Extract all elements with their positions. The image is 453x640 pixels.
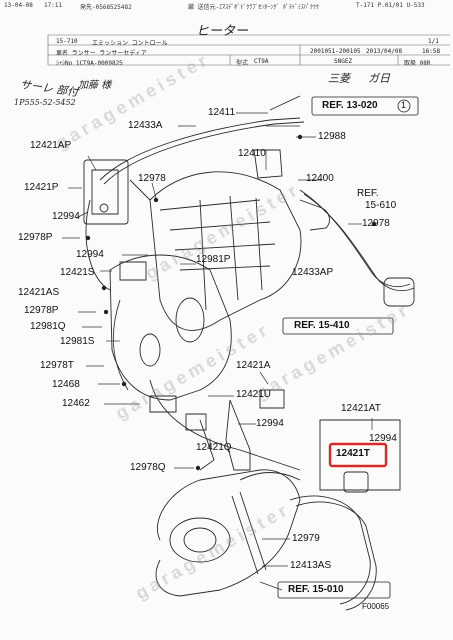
watermark-band-5: garagemeister <box>132 499 294 604</box>
doc-section-number: 15-710 <box>56 38 78 45</box>
part-12994-middle: 12994 <box>76 249 104 260</box>
part-12421A: 12421A <box>236 360 271 371</box>
part-12994-right: 12994 <box>369 433 397 444</box>
ref-15-610-label: REF. <box>357 188 379 199</box>
part-12978-right: 12978 <box>362 218 390 229</box>
doc-engine-code: SNGEZ <box>334 58 353 65</box>
ref-15-610-number: 15-610 <box>365 200 397 211</box>
doc-page-count: 1/1 <box>428 38 439 45</box>
part-12421AS: 12421AS <box>18 287 60 298</box>
doc-model-label: 型式 <box>236 60 249 67</box>
part-12421AT: 12421AT <box>341 403 381 414</box>
figure-id: F00065 <box>362 602 390 611</box>
part-12994-upper: 12994 <box>52 211 80 222</box>
doc-model-code: CT9A <box>254 58 269 65</box>
part-12400: 12400 <box>306 173 334 184</box>
part-12988: 12988 <box>318 131 346 142</box>
part-12421T-highlighted: 12421T <box>336 448 370 459</box>
ref-13-020: REF. 13-020 <box>322 100 378 111</box>
part-12433AP: 12433AP <box>292 267 334 278</box>
part-12981P: 12981P <box>196 254 231 265</box>
doc-print-time: 16:58 <box>422 48 441 55</box>
doc-chassis-number: ｼｬｼNo 1CT9A-0009825 <box>56 60 123 67</box>
handwritten-right-note: 三菱 <box>328 72 350 85</box>
fax-date: 13-04-08 <box>4 2 33 9</box>
part-12978-upper: 12978 <box>138 173 166 184</box>
part-12421S: 12421S <box>60 267 95 278</box>
part-12421Q: 12421Q <box>196 442 232 453</box>
part-12462: 12462 <box>62 398 90 409</box>
highlight-box <box>328 442 388 468</box>
part-12411: 12411 <box>208 107 236 118</box>
ref-15-410: REF. 15-410 <box>294 320 350 331</box>
doc-vehicle-name: 車名 ランサー ランサーセディア <box>56 50 147 57</box>
part-12978T: 12978T <box>40 360 74 371</box>
watermark-band-3: garagemeister <box>112 319 274 424</box>
handwritten-left-note-2: 加藤 様 <box>78 80 112 91</box>
watermark-band-4: garagemeister <box>252 299 414 404</box>
part-12979: 12979 <box>292 533 320 544</box>
part-12433A: 12433A <box>128 120 163 131</box>
fax-sender: 発先-0568525482 <box>80 4 132 11</box>
handwritten-part-number: 1P555-52-5452 <box>14 98 76 107</box>
part-12978P-lower: 12978P <box>24 305 59 316</box>
part-12978P-upper: 12978P <box>18 232 53 243</box>
part-12994-lower: 12994 <box>256 418 284 429</box>
ref-circle-number: 1 <box>401 100 407 110</box>
ref-15-010: REF. 15-010 <box>288 584 344 595</box>
fax-title: 厳 送信元-ｴﾏｽﾃﾞﾎﾞﾄﾞｸﾗﾌﾞｾﾝﾀｰﾝｸﾞ ﾎﾟﾃﾄﾞﾐｽﾊﾟｸﾂｸ <box>188 4 319 11</box>
part-12421P: 12421P <box>24 182 59 193</box>
fax-time: 17:11 <box>44 2 63 9</box>
part-12413AS: 12413AS <box>290 560 332 571</box>
part-12410: 12410 <box>238 148 266 159</box>
fax-page: T-171 P.01/01 U-533 <box>356 2 425 9</box>
doc-production-range: 2001051-200105 <box>310 48 361 55</box>
part-12981Q: 12981Q <box>30 321 66 332</box>
part-12421AP: 12421AP <box>30 140 72 151</box>
part-12981S: 12981S <box>60 336 95 347</box>
part-12978Q: 12978Q <box>130 462 166 473</box>
doc-handling-code: 取扱 08R <box>404 60 431 67</box>
part-12421U: 12421U <box>236 389 272 400</box>
doc-print-date: 2013/04/08 <box>366 48 403 55</box>
watermark-band-1: garagemeister <box>52 49 214 154</box>
part-12468: 12468 <box>52 379 80 390</box>
handwritten-right-note-2: ガ日 <box>368 72 390 85</box>
doc-section-title: エミッション コントロール <box>92 40 168 47</box>
